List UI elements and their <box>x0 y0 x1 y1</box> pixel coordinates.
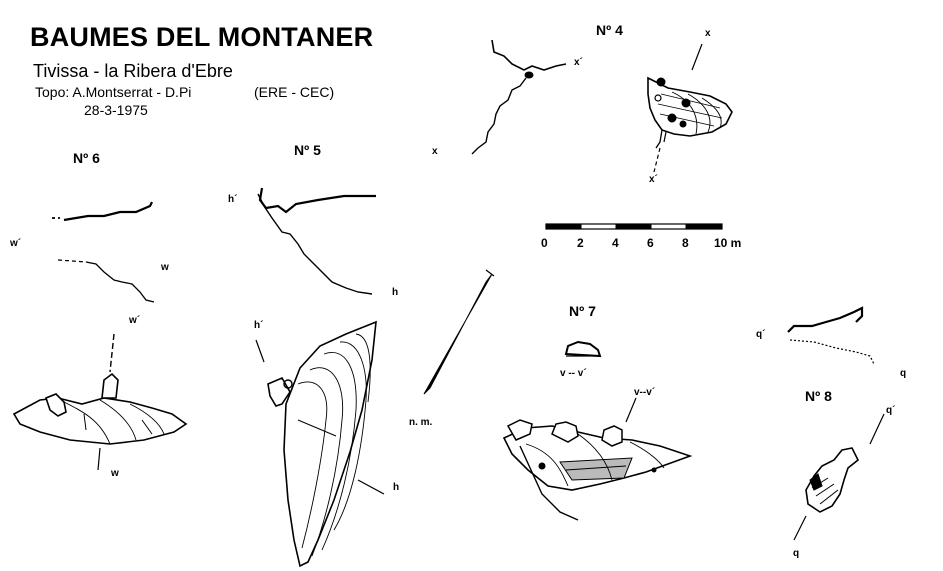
scale-tick-8: 8 <box>682 236 689 250</box>
cave-4-plan <box>647 76 733 149</box>
label-x-prime-profile: x´ <box>574 57 583 68</box>
cave-5-profile <box>257 187 376 295</box>
label-q-profile: q <box>900 368 907 379</box>
cave-7-plan <box>502 419 693 521</box>
section-line-x <box>653 43 703 173</box>
label-v-v-plan: v--v´ <box>634 387 656 398</box>
cave-6-profile <box>52 201 155 303</box>
cave-8-label: Nº 8 <box>805 388 832 404</box>
label-w-prime-profile: w´ <box>10 238 22 249</box>
scale-bar <box>545 223 723 230</box>
map-title: BAUMES DEL MONTANER <box>30 22 374 52</box>
label-w-plan: w <box>111 468 119 479</box>
north-arrow <box>423 269 495 395</box>
section-line-h <box>255 339 385 495</box>
section-line-v <box>625 397 637 423</box>
scale-tick-4: 4 <box>612 236 619 250</box>
scale-tick-6: 6 <box>647 236 654 250</box>
label-h-profile: h <box>392 287 399 298</box>
scale-tick-0: 0 <box>541 236 548 250</box>
label-h-prime-profile: h´ <box>228 194 238 205</box>
label-w-profile: w <box>161 262 169 273</box>
label-v-v-profile: v -- v´ <box>560 368 587 379</box>
label-q-prime-profile: q´ <box>756 329 766 340</box>
scale-tick-2: 2 <box>577 236 584 250</box>
section-line-w <box>97 333 115 471</box>
cave-5-label: Nº 5 <box>294 142 321 158</box>
cave-4-profile <box>471 39 567 155</box>
cave-6-label: Nº 6 <box>73 150 100 166</box>
label-q-plan: q <box>793 548 800 559</box>
survey-group: (ERE - CEC) <box>254 84 335 100</box>
label-x-profile: x <box>432 146 438 157</box>
survey-credits: Topo: A.Montserrat - D.Pi <box>35 84 192 100</box>
cave-7-label: Nº 7 <box>569 303 596 319</box>
cave-7-profile <box>564 340 602 358</box>
cave-5-plan <box>267 320 377 568</box>
cave-8-plan <box>805 447 860 513</box>
map-subtitle: Tivissa - la Ribera d'Ebre <box>33 61 233 81</box>
label-x-prime-plan: x´ <box>649 174 658 185</box>
label-q-prime-plan: q´ <box>886 405 896 416</box>
label-w-prime-plan: w´ <box>129 315 141 326</box>
north-arrow-label: n. m. <box>409 417 433 428</box>
section-line-q <box>793 413 885 541</box>
cave-6-plan <box>12 372 188 445</box>
label-h-prime-plan: h´ <box>254 320 264 331</box>
label-x-plan: x <box>705 28 711 39</box>
survey-date: 28-3-1975 <box>84 102 148 118</box>
label-h-plan: h <box>393 482 400 493</box>
scale-tick-10m: 10 m <box>714 236 742 250</box>
cave-8-profile <box>787 306 875 365</box>
cave-4-label: Nº 4 <box>596 22 623 38</box>
